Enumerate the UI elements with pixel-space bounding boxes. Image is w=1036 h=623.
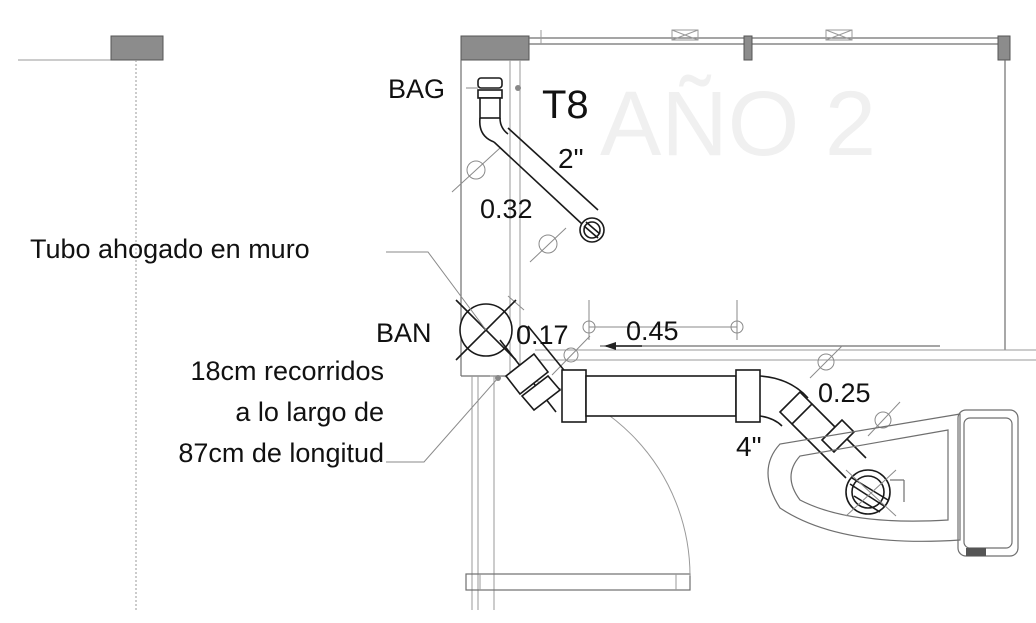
label-ban: BAN bbox=[376, 318, 432, 348]
pipe-4in bbox=[455, 299, 867, 479]
dimension-0-17: 0.17 bbox=[516, 320, 569, 350]
toilet-fixture bbox=[767, 409, 1019, 557]
toilet-tank bbox=[957, 409, 1019, 557]
label-bag: BAG bbox=[388, 74, 445, 104]
callout-run-line-1: 18cm recorridos bbox=[190, 356, 384, 386]
wall-linework bbox=[18, 29, 1036, 610]
wall-column-left bbox=[110, 35, 164, 61]
wall-post-1 bbox=[743, 35, 753, 61]
leader-lines bbox=[386, 87, 642, 463]
wall-post-2 bbox=[997, 35, 1011, 61]
fixture-tag: T8 bbox=[542, 83, 589, 127]
leader-embedded-pipe bbox=[386, 251, 487, 331]
dimension-construction bbox=[451, 85, 901, 437]
room-name-watermark: AÑO 2 bbox=[600, 73, 876, 175]
dimension-0-45: 0.45 bbox=[626, 316, 679, 346]
callout-run-line-3: 87cm de longitud bbox=[178, 438, 384, 468]
pipe-2in bbox=[477, 77, 605, 243]
dimension-0-32: 0.32 bbox=[480, 194, 533, 224]
leader-run-length bbox=[386, 377, 499, 463]
wall-column-center bbox=[460, 35, 530, 61]
dimension-0-25: 0.25 bbox=[818, 378, 871, 408]
callout-embedded-pipe: Tubo ahogado en muro bbox=[30, 234, 310, 264]
label-pipe-4in: 4" bbox=[736, 431, 762, 462]
label-pipe-2in: 2" bbox=[558, 143, 584, 174]
callout-run-line-2: a lo largo de bbox=[235, 397, 384, 427]
